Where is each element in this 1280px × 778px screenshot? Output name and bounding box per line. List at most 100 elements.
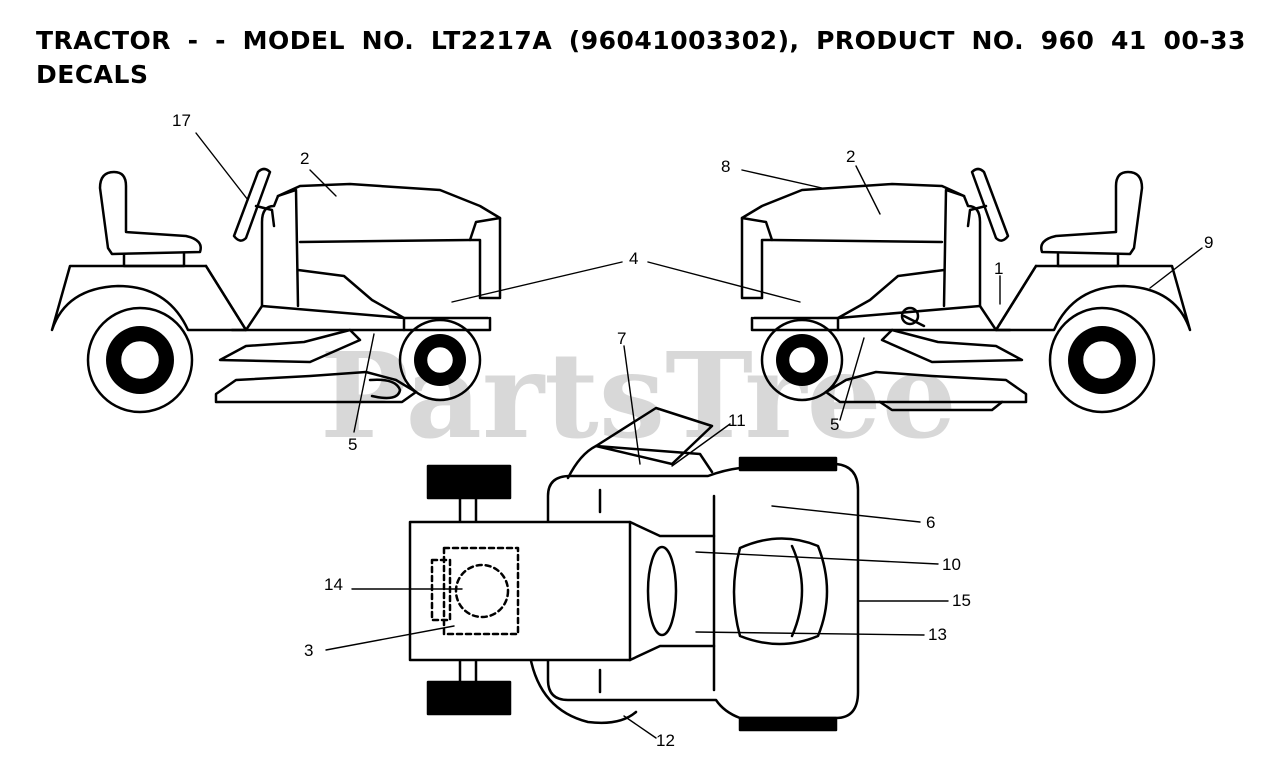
leader-4-right [647, 261, 801, 303]
left-mower-deck [214, 370, 418, 404]
right-rear-wheel [1048, 306, 1156, 414]
leader-4-left [451, 261, 623, 303]
right-side-tractor [740, 167, 1192, 414]
callout-1: 1 [994, 259, 1003, 278]
left-steering-wheel [232, 167, 272, 242]
right-steering-wheel [970, 167, 1010, 242]
callout-8: 8 [721, 157, 730, 176]
left-steering-column [254, 204, 276, 228]
top-engine-cap [646, 545, 678, 637]
callout-13: 13 [928, 625, 947, 644]
callout-14: 14 [324, 575, 343, 594]
callout-2-left: 2 [300, 149, 309, 168]
right-steering-column [966, 204, 988, 228]
left-seat-base [122, 252, 186, 268]
top-hood-taper [628, 520, 716, 662]
title-word: NO. [361, 26, 415, 55]
top-rear-tire-lower [738, 716, 838, 732]
right-lift-lever [902, 314, 926, 328]
callout-15: 15 [952, 591, 971, 610]
leader-5-right [839, 337, 865, 421]
top-front-axle [458, 496, 478, 684]
top-front-wheel-upper [426, 464, 512, 500]
callout-2-right: 2 [846, 147, 855, 166]
left-rear-hub [118, 338, 162, 382]
left-front-wheel [398, 318, 482, 402]
top-view-tractor [408, 406, 860, 732]
top-seat [732, 537, 829, 646]
callout-4: 4 [629, 249, 638, 268]
left-seat [98, 170, 202, 256]
title-product-number: 00-33 [1163, 26, 1246, 55]
right-footrest [880, 328, 1024, 364]
title-word: - [215, 26, 227, 55]
left-side-tractor [50, 167, 502, 414]
callout-numbers: 17 2 8 2 4 1 9 5 5 7 11 6 10 15 13 14 3 … [172, 111, 1213, 750]
leader-8 [741, 169, 823, 189]
top-decal-area-hood [442, 546, 520, 636]
right-rear-hub [1080, 338, 1124, 382]
top-body-outline [546, 462, 860, 720]
left-dash [260, 188, 300, 308]
leader-7 [623, 345, 641, 465]
title-word: PRODUCT [816, 26, 955, 55]
top-decal-area-circle [454, 563, 510, 619]
diagram-title-line1: TRACTOR - - MODEL NO. LT2217A (960410033… [36, 26, 1246, 55]
callout-12: 12 [656, 731, 675, 750]
left-rear-wheel [86, 306, 194, 414]
right-seat-base [1056, 252, 1120, 268]
left-rear-fender [50, 264, 248, 332]
leader-13 [695, 631, 925, 636]
title-product-number: 960 [1040, 26, 1095, 55]
leader-5-left [353, 333, 375, 433]
left-hood [276, 182, 502, 300]
leader-2-left [309, 169, 337, 197]
callout-11: 11 [728, 411, 746, 430]
right-rear-fender [994, 264, 1192, 332]
leader-12 [623, 715, 657, 739]
top-seat-back [594, 406, 714, 466]
callout-5-right: 5 [830, 415, 839, 434]
title-product-number: 41 [1111, 26, 1147, 55]
top-steering-wheel-lower [528, 654, 638, 725]
left-front-hub [424, 344, 456, 376]
callout-3: 3 [304, 641, 313, 660]
left-footrest [218, 328, 362, 364]
right-front-wheel [760, 318, 844, 402]
top-hood [408, 520, 632, 662]
right-hood [740, 182, 966, 300]
callout-7: 7 [617, 329, 626, 348]
title-word: - [187, 26, 199, 55]
right-mower-deck [824, 370, 1028, 404]
callout-17: 17 [172, 111, 191, 130]
title-word: TRACTOR [36, 26, 172, 55]
diagram-title-line2: DECALS [36, 60, 149, 89]
callout-6: 6 [926, 513, 935, 532]
right-hood-grille [740, 216, 774, 242]
leader-3 [325, 625, 455, 651]
callout-10: 10 [942, 555, 961, 574]
left-hood-panel-line [296, 268, 490, 320]
leader-lines [195, 132, 1203, 739]
top-seat-edge [790, 544, 804, 638]
right-dash [942, 188, 982, 308]
leader-11 [671, 423, 731, 467]
top-decal-area-side [430, 558, 452, 622]
leader-17 [195, 132, 249, 201]
title-word: MODEL [242, 26, 346, 55]
leader-2-right [855, 165, 881, 215]
leader-6 [771, 505, 921, 523]
callout-9: 9 [1204, 233, 1213, 252]
callout-5-left: 5 [348, 435, 357, 454]
title-part-number: (96041003302), [568, 26, 800, 55]
leader-9 [1149, 247, 1203, 289]
right-lift-knob [900, 306, 920, 326]
right-seat [1040, 170, 1144, 256]
top-front-wheel-lower [426, 680, 512, 716]
right-front-hub [786, 344, 818, 376]
right-hood-panel-line [752, 268, 946, 320]
title-word: NO. [971, 26, 1025, 55]
title-model-number: LT2217A [430, 26, 553, 55]
right-deck-skirt [878, 400, 1004, 412]
